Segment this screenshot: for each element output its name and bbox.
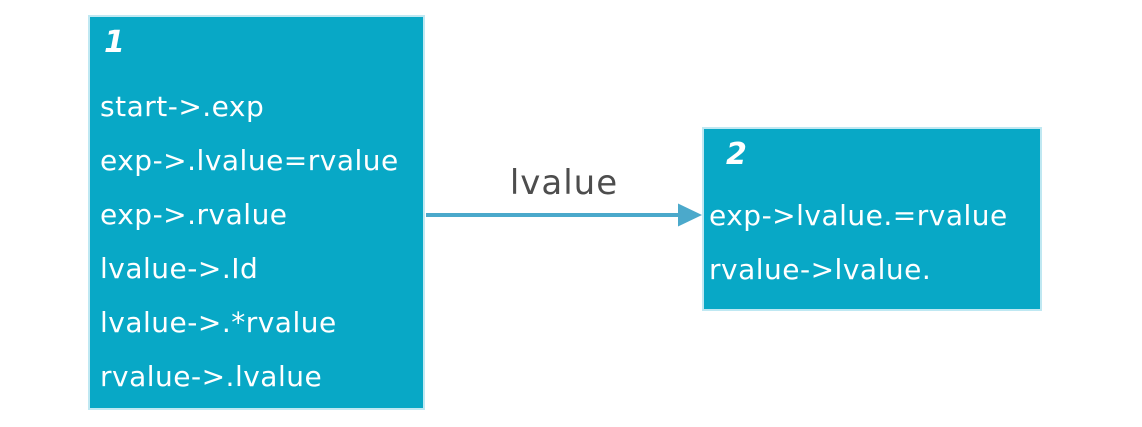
- transition-label: lvalue: [509, 163, 619, 203]
- grammar-item: exp->lvalue.=rvalue: [709, 198, 1008, 232]
- state-2-number: 2: [726, 137, 747, 172]
- grammar-item: rvalue->.lvalue: [100, 359, 323, 393]
- state-box-2: 2 exp->lvalue.=rvalue rvalue->lvalue.: [702, 127, 1042, 311]
- grammar-item: lvalue->.Id: [100, 251, 259, 285]
- state-1-number: 1: [104, 25, 125, 60]
- state-2-items: exp->lvalue.=rvalue rvalue->lvalue.: [709, 188, 1036, 296]
- arrow-head-icon: [678, 203, 702, 227]
- grammar-item: lvalue->.*rvalue: [100, 305, 337, 339]
- grammar-item: rvalue->lvalue.: [709, 252, 932, 286]
- grammar-item: exp->.rvalue: [100, 197, 288, 231]
- state-box-1: 1 start->.exp exp->.lvalue=rvalue exp->.…: [88, 15, 425, 410]
- grammar-item: start->.exp: [100, 89, 265, 123]
- grammar-item: exp->.lvalue=rvalue: [100, 143, 399, 177]
- state-1-items: start->.exp exp->.lvalue=rvalue exp->.rv…: [100, 79, 419, 403]
